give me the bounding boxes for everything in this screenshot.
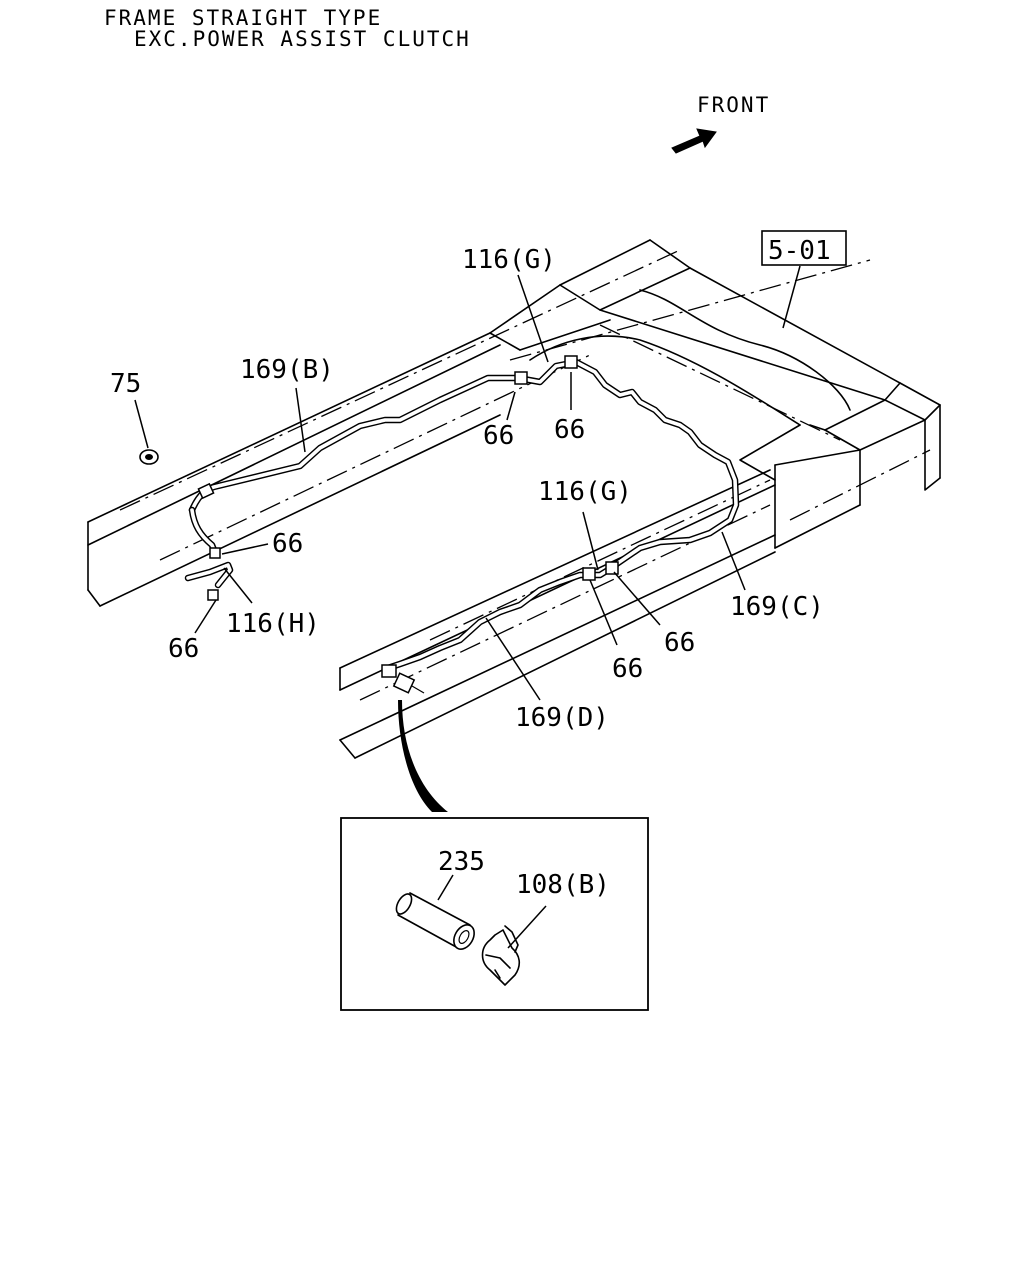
callout-116g-top: 116(G) <box>462 245 556 275</box>
callout-108b: 108(B) <box>516 870 610 900</box>
callout-66-f: 66 <box>664 628 695 658</box>
hose-sleeve-drawing <box>395 892 475 950</box>
fittings <box>139 355 619 694</box>
callout-66-b: 66 <box>554 415 585 445</box>
brake-pipes <box>184 358 740 672</box>
callout-116h: 116(H) <box>226 609 320 639</box>
callout-169c: 169(C) <box>730 592 824 622</box>
grommet-75 <box>139 449 159 465</box>
hose-end-fitting <box>381 664 425 694</box>
diagram-title: FRAME STRAIGHT TYPE <box>104 6 382 30</box>
reference-box[interactable]: 5-01 <box>761 230 847 266</box>
detail-inset[interactable] <box>340 817 649 1011</box>
detail-pointer-icon <box>398 700 448 812</box>
callout-66-a: 66 <box>483 421 514 451</box>
reference-leader <box>782 265 801 329</box>
leader-lines <box>134 274 746 949</box>
reference-label: 5-01 <box>768 236 831 266</box>
frame-drawing <box>87 239 941 759</box>
clip-drawing <box>481 925 521 986</box>
callout-235: 235 <box>438 847 485 877</box>
diagram-subtitle: EXC.POWER ASSIST CLUTCH <box>134 27 471 51</box>
callout-66-e: 66 <box>612 654 643 684</box>
callout-116g-mid: 116(G) <box>538 477 632 507</box>
callout-66-c: 66 <box>272 529 303 559</box>
callout-labels: 75 169(B) 116(G) 66 66 66 66 116(H) 116(… <box>110 245 824 900</box>
callout-75: 75 <box>110 369 141 399</box>
front-arrow-icon <box>671 128 717 154</box>
front-label: FRONT <box>697 93 770 117</box>
callout-169b: 169(B) <box>240 355 334 385</box>
callout-169d: 169(D) <box>515 703 609 733</box>
callout-66-d: 66 <box>168 634 199 664</box>
